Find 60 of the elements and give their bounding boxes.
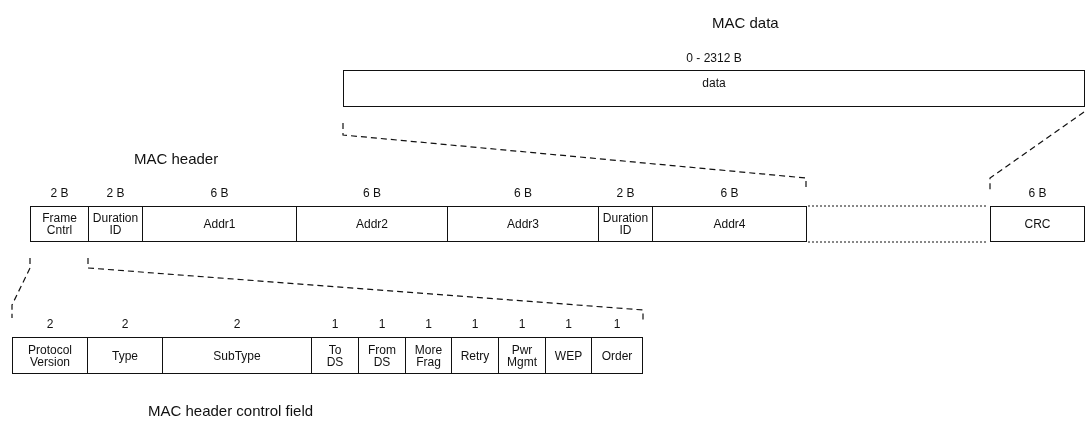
- field-cell: [311, 337, 359, 374]
- field-cell: [162, 337, 312, 374]
- field-cell: [990, 206, 1085, 242]
- field-name: From DS: [368, 343, 396, 368]
- size-label: 2 B: [106, 186, 125, 200]
- field-cell: [545, 337, 592, 374]
- field-cell: [358, 337, 406, 374]
- size-label: 1: [471, 317, 479, 331]
- size-label: 1: [613, 317, 621, 331]
- field-name: Pwr Mgmt: [507, 343, 537, 368]
- size-label: 1: [378, 317, 386, 331]
- size-label: 1: [425, 317, 432, 331]
- field-cell: [343, 70, 1085, 107]
- field-name: Frame Cntrl: [42, 212, 77, 236]
- field-name: data: [702, 77, 726, 89]
- field-cell: [591, 337, 643, 374]
- field-name: To DS: [326, 343, 344, 368]
- field-cell: [12, 337, 88, 374]
- field-name: Type: [112, 349, 138, 362]
- field-name: Addr3: [507, 218, 539, 230]
- field-cell: [447, 206, 599, 242]
- field-cell: [498, 337, 546, 374]
- field-name: WEP: [554, 349, 583, 362]
- size-label: 2: [233, 317, 241, 331]
- field-cell: [142, 206, 297, 242]
- field-cell: [405, 337, 452, 374]
- size-label: 2: [46, 317, 54, 331]
- field-name: SubType: [213, 349, 261, 362]
- size-label: 2 B: [616, 186, 635, 200]
- field-name: Order: [601, 349, 633, 362]
- section-title: MAC header: [134, 150, 219, 167]
- size-label: 6 B: [720, 186, 739, 200]
- field-cell: [30, 206, 89, 242]
- size-label: 6 B: [1028, 186, 1047, 200]
- size-label: 6 B: [514, 186, 532, 200]
- field-name: Duration ID: [92, 212, 139, 236]
- section-title: MAC header control field: [148, 402, 314, 419]
- size-label: 1: [565, 317, 572, 331]
- size-label: 6 B: [363, 186, 381, 200]
- field-cell: [598, 206, 653, 242]
- section-title: MAC data: [712, 14, 779, 31]
- field-name: More Frag: [414, 343, 443, 368]
- size-label: 1: [518, 317, 526, 331]
- size-label: 2: [121, 317, 129, 331]
- field-name: Duration ID: [602, 212, 649, 236]
- size-label: 1: [331, 317, 339, 331]
- size-label: 0 - 2312 B: [686, 51, 742, 65]
- field-cell: [88, 206, 143, 242]
- field-name: CRC: [1024, 218, 1051, 230]
- size-label: 2 B: [50, 186, 69, 200]
- field-cell: [652, 206, 807, 242]
- field-name: Addr1: [203, 218, 236, 230]
- field-cell: [296, 206, 448, 242]
- field-name: Addr2: [356, 218, 388, 230]
- field-name: Addr4: [713, 218, 746, 230]
- field-cell: [87, 337, 163, 374]
- size-label: 6 B: [210, 186, 229, 200]
- field-name: Protocol Version: [28, 343, 72, 368]
- field-cell: [451, 337, 499, 374]
- field-name: Retry: [460, 349, 490, 362]
